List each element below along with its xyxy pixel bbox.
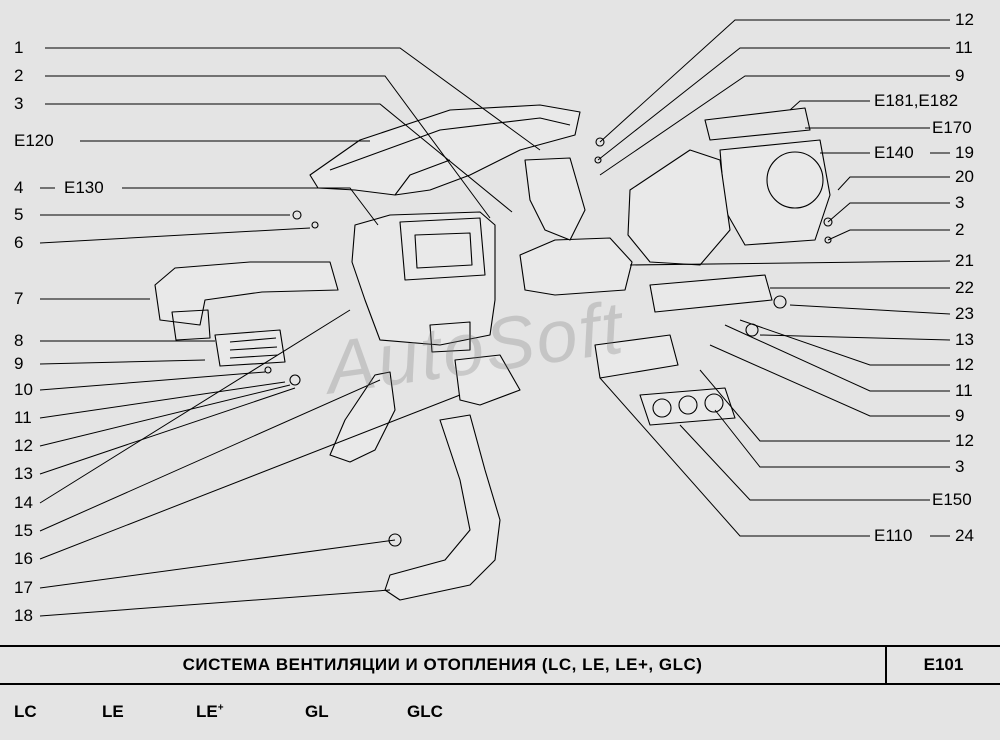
callout-r-22: 22: [955, 278, 974, 297]
callout-14: 14: [14, 493, 33, 512]
callout-2: 2: [14, 66, 24, 85]
callout-7: 7: [14, 289, 24, 308]
leader-r20: [837, 176, 950, 191]
leader-r23: [789, 304, 951, 315]
callout-5: 5: [14, 205, 24, 224]
vent-22: [649, 274, 773, 313]
control-panel-e110: [594, 334, 679, 379]
leader-17: [39, 539, 396, 589]
panel-e150: [639, 387, 736, 426]
callout-17: 17: [14, 578, 33, 597]
leader-r12a: [599, 19, 950, 143]
callout-r-9b: 9: [955, 406, 965, 425]
callout-r-e150: E150: [932, 490, 972, 509]
leader-9: [39, 359, 206, 365]
vent-8: [214, 329, 286, 367]
variant-gl: GL: [305, 702, 329, 721]
variant-le: LE: [102, 702, 124, 721]
callout-9: 9: [14, 354, 24, 373]
hose-7: [154, 261, 339, 326]
callout-15: 15: [14, 521, 33, 540]
callout-6: 6: [14, 233, 24, 252]
blower-e140: [719, 139, 831, 246]
air-duct-e120: [309, 104, 581, 196]
leader-re110: [599, 377, 870, 537]
title-block: СИСТЕМА ВЕНТИЛЯЦИИ И ОТОПЛЕНИЯ (LC, LE, …: [0, 645, 1000, 685]
callout-11: 11: [14, 408, 32, 427]
callout-r-13: 13: [955, 330, 974, 349]
callout-r-3b: 3: [955, 457, 965, 476]
callout-r-e110: E110: [874, 526, 913, 545]
callout-e120: E120: [14, 131, 54, 150]
title-divider: [885, 647, 887, 683]
callout-r-20: 20: [955, 167, 974, 186]
callout-r-e140: E140: [874, 143, 914, 162]
callout-12: 12: [14, 436, 33, 455]
variant-le-plus-sup: +: [217, 702, 224, 714]
callout-r-24: 24: [955, 526, 974, 545]
leader-r9b: [709, 344, 950, 417]
leader-r12b: [739, 319, 950, 366]
callout-1: 1: [14, 38, 24, 57]
variant-le-plus-label: LE: [196, 702, 218, 721]
callout-r-21: 21: [955, 251, 974, 270]
variant-le-plus: LE+: [196, 702, 224, 722]
callout-16: 16: [14, 549, 33, 568]
leader-15: [39, 379, 381, 532]
variant-lc: LC: [14, 702, 37, 721]
leader-6: [39, 227, 311, 244]
leader-r21: [629, 260, 951, 266]
leader-10: [39, 371, 266, 391]
leader-18: [39, 589, 391, 617]
callout-r-19: 19: [955, 143, 974, 162]
leader-r9a: [599, 75, 950, 176]
leader-re181: [789, 100, 870, 111]
leader-r11a: [597, 47, 950, 161]
leader-r3a: [827, 202, 950, 223]
callout-r-e181: E181,E182: [874, 91, 959, 110]
callout-10: 10: [14, 380, 33, 399]
leader-re150: [679, 424, 930, 501]
leader-r13: [759, 334, 951, 341]
callout-4: 4: [14, 178, 24, 197]
callout-13: 13: [14, 464, 33, 483]
leader-12: [39, 384, 291, 447]
callout-r-2a: 2: [955, 220, 965, 239]
diagram-code: E101: [923, 655, 964, 674]
diagram-drawing: [39, 19, 951, 617]
leader-r12c: [699, 369, 950, 442]
centre-duct-21: [519, 237, 633, 296]
callout-18: 18: [14, 606, 33, 625]
leader-13: [39, 387, 296, 475]
exploded-diagram: AutoSoft 1 2 3 E120 4 E130 5 6 7 8 9 10 …: [14, 10, 974, 625]
callout-8: 8: [14, 331, 24, 350]
callout-3: 3: [14, 94, 24, 113]
leader-11: [39, 381, 286, 419]
callout-r-e170: E170: [932, 118, 972, 137]
callout-r-12c: 12: [955, 431, 974, 450]
callout-r-3a: 3: [955, 193, 965, 212]
leader-2: [45, 75, 491, 219]
callout-r-11b: 11: [955, 381, 973, 400]
callout-r-9a: 9: [955, 66, 965, 85]
callout-r-12b: 12: [955, 355, 974, 374]
leader-r2a: [827, 229, 950, 241]
leader-r3b: [714, 409, 950, 468]
callout-e130: E130: [64, 178, 104, 197]
variant-glc: GLC: [407, 702, 443, 721]
leader-r11b: [724, 324, 950, 392]
leader-16: [39, 394, 461, 560]
leader-1: [45, 47, 541, 151]
callout-r-12a: 12: [955, 10, 974, 29]
callout-r-23: 23: [955, 304, 974, 323]
leader-3: [45, 103, 513, 213]
leader-14: [39, 309, 351, 504]
leader-e130: [122, 187, 379, 226]
callout-r-11a: 11: [955, 38, 973, 57]
diagram-title: СИСТЕМА ВЕНТИЛЯЦИИ И ОТОПЛЕНИЯ (LC, LE, …: [182, 655, 703, 674]
floor-duct-18: [384, 414, 501, 601]
